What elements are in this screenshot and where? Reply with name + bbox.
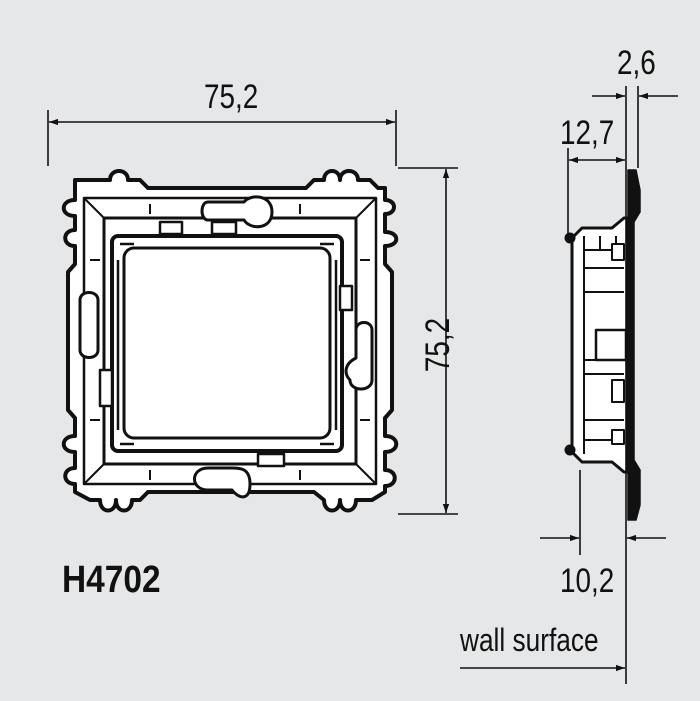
front-view-frame: [61, 169, 399, 513]
side-clip-mid: [594, 328, 628, 362]
flange-thickness-label: 2,6: [617, 44, 656, 82]
side-clip-bottom: [611, 429, 625, 445]
frame-ribs: [90, 204, 370, 480]
side-view-frame: [564, 169, 641, 521]
depth-label: 12,7: [560, 114, 615, 152]
screw-slot-right: [344, 321, 374, 391]
front-dimensions: [47, 110, 458, 515]
frame-bevel-corners: [83, 197, 377, 485]
module-window-inner: [122, 246, 332, 440]
screw-slot-top: [200, 195, 274, 229]
width-dimension-label: 75,2: [204, 78, 259, 116]
side-flange: [627, 169, 641, 521]
tab-top-mid: [210, 220, 238, 236]
tab-top-left: [158, 220, 184, 236]
tab-left: [98, 368, 114, 408]
screw-slot-left: [78, 291, 100, 359]
height-dimension-label: 75,2: [419, 317, 457, 373]
protrusion-label: 10,2: [560, 562, 615, 600]
side-clip-upper: [611, 243, 625, 261]
module-window-clips: [116, 242, 338, 446]
side-pin-bottom: [564, 444, 576, 456]
wall-surface-label: wall surface: [460, 622, 599, 658]
tab-right: [338, 284, 354, 312]
screw-slot-bottom: [193, 466, 252, 499]
side-dimensions: [460, 86, 678, 684]
side-clip-lower: [611, 379, 625, 403]
model-code: H4702: [62, 559, 161, 601]
tab-bottom-right: [256, 452, 286, 468]
side-pin-top: [564, 232, 576, 244]
